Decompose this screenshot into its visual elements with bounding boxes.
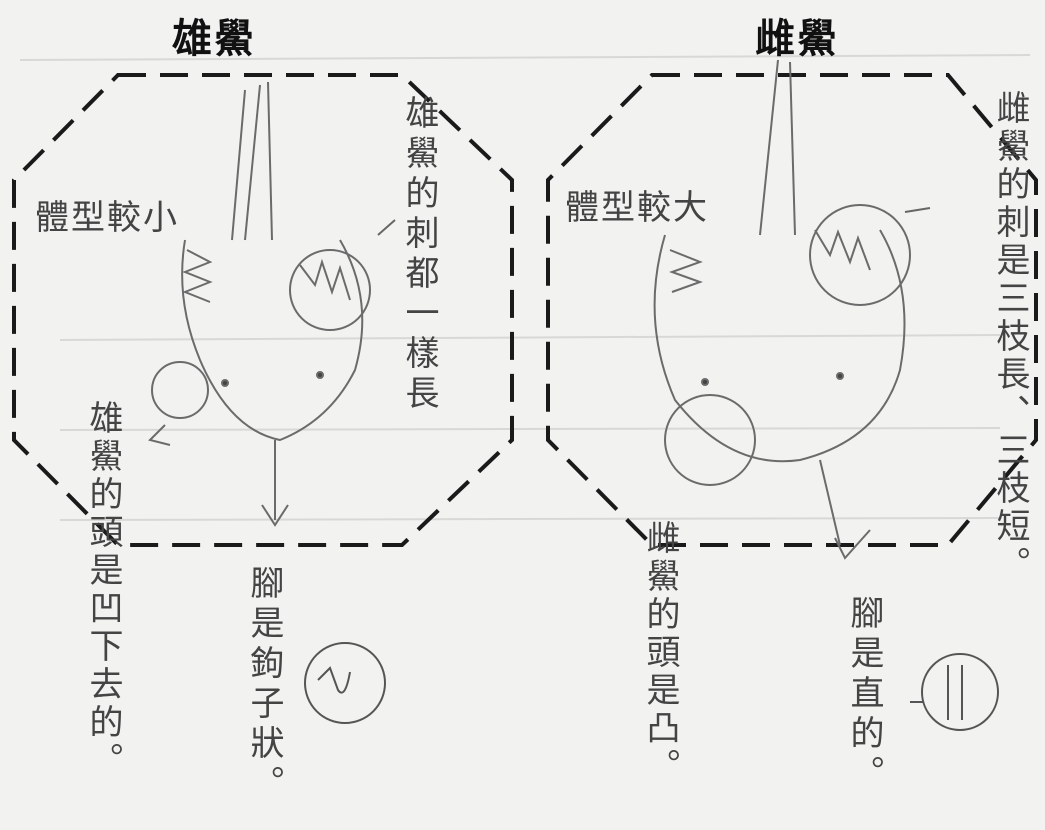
male-foot-note: 腳是鉤子狀。 <box>244 565 284 805</box>
male-spine-note: 雄鱟的刺都一樣長 <box>399 95 439 415</box>
female-head-note: 雌鱟的頭是凸。 <box>640 520 680 786</box>
female-title: 雌鱟 <box>755 15 839 62</box>
faint-print-lines <box>19 54 1031 521</box>
female-body-note: 體型較大 <box>565 188 709 228</box>
female-spine-note: 雌鱟的刺是三枝長、三枝短。 <box>990 90 1030 584</box>
male-title: 雄鱟 <box>172 15 256 62</box>
male-body-note: 體型較小 <box>35 198 179 238</box>
female-crab-sketch <box>653 59 911 560</box>
pointer-lines <box>377 207 931 236</box>
male-foot-detail <box>304 642 386 724</box>
female-foot-detail <box>910 653 999 731</box>
male-head-note: 雄鱟的頭是凹下去的。 <box>83 400 123 780</box>
female-octagon-frame <box>546 73 1038 547</box>
male-octagon-frame <box>12 73 514 547</box>
male-crab-sketch <box>148 81 371 527</box>
female-foot-note: 腳是直的。 <box>844 595 884 795</box>
